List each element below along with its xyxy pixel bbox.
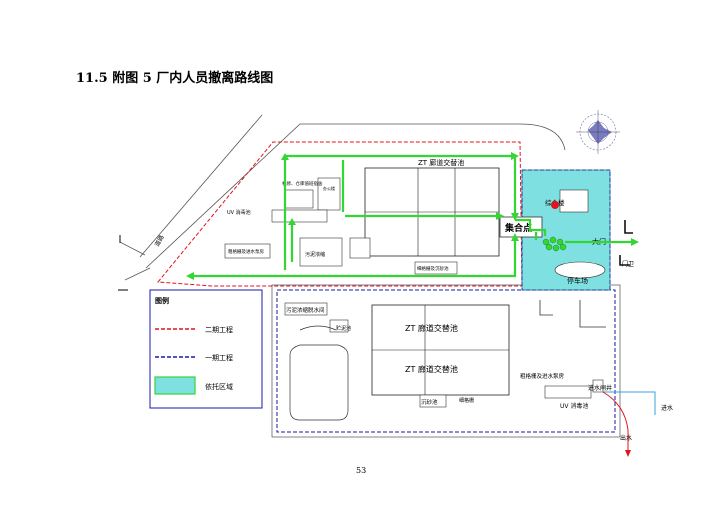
road-label: 道路 xyxy=(153,234,166,248)
pump-building-top xyxy=(224,243,271,259)
grit-top-label: 细格栅及沉砂池 xyxy=(417,265,449,272)
legend-shared-label: 依托区域 xyxy=(205,382,233,391)
legend-phase1-label: 一期工程 xyxy=(205,353,233,362)
legend-title: 图例 xyxy=(155,296,169,305)
sludge-thick-building xyxy=(299,237,343,267)
inlet-pipe xyxy=(603,391,656,415)
route-arrowheads xyxy=(186,152,639,280)
legend-phase2-label: 二期工程 xyxy=(205,325,233,334)
legend-shared-swatch xyxy=(154,376,196,395)
grit-building-top xyxy=(414,261,458,275)
zt-tank-top-label: ZT 廊道交替池 xyxy=(418,158,464,167)
phase1-boundary xyxy=(276,289,616,433)
sludge-thick-label: 污泥浓缩 xyxy=(305,251,325,258)
phase1-walls xyxy=(539,300,606,328)
people-group xyxy=(542,236,567,252)
pump-building-bottom xyxy=(544,385,592,399)
assembly-label: 集合点 xyxy=(504,222,532,234)
assembly-marker xyxy=(551,201,559,209)
sludge-tank-label: 贮泥池 xyxy=(336,325,351,332)
road-stub xyxy=(119,241,151,281)
grit-bot-label: 沉砂池 xyxy=(421,398,438,406)
uv-building-top xyxy=(271,209,328,223)
sludge-house-label: 污泥浓缩脱水间 xyxy=(286,306,325,314)
pump-bot-label: 粗格栅及进水泵房 xyxy=(520,372,565,380)
small-building xyxy=(349,237,371,259)
site-outline xyxy=(271,284,621,438)
assembly-box xyxy=(499,216,543,238)
office-label: 办公楼 xyxy=(323,185,335,191)
phase1-tank-left xyxy=(289,344,349,421)
phase2-boundary xyxy=(157,141,523,287)
sludge-house xyxy=(284,302,328,316)
section-heading: 11.5 附图 5 厂内人员撤离路线图 xyxy=(76,71,274,86)
compass-rose-icon xyxy=(576,110,620,154)
parking-label: 停车场 xyxy=(567,276,588,285)
fine-screen-label: 细格栅 xyxy=(459,397,474,404)
guard-label: 门卫 xyxy=(622,260,634,268)
uv-bot-label: UV 消毒池 xyxy=(560,402,588,410)
outlet-label: 出水 xyxy=(620,434,632,442)
zt-tank-bot-label: ZT 廊道交替池 xyxy=(405,364,458,374)
road-marker xyxy=(118,235,128,291)
zt-tank-mid-label: ZT 廊道交替池 xyxy=(405,323,458,333)
office-building xyxy=(317,177,341,211)
complex-building xyxy=(559,189,589,213)
dorm-label: 机修、仓库值班宿舍 xyxy=(282,180,323,187)
parking-lot xyxy=(554,261,606,279)
inlet-well xyxy=(592,379,604,393)
inlet-label: 进水 xyxy=(661,404,673,412)
road-outline xyxy=(139,114,566,269)
pump-top-label: 粗格栅及进水泵房 xyxy=(228,248,264,255)
uv-top-label: UV 消毒池 xyxy=(227,209,251,216)
dorm-building xyxy=(284,189,314,209)
gate-posts xyxy=(619,220,633,266)
inlet-well-label: 进水闸井 xyxy=(588,384,612,392)
grit-building-bottom xyxy=(419,394,447,408)
outlet-pipe xyxy=(602,391,629,453)
page-number: 53 xyxy=(356,466,367,475)
